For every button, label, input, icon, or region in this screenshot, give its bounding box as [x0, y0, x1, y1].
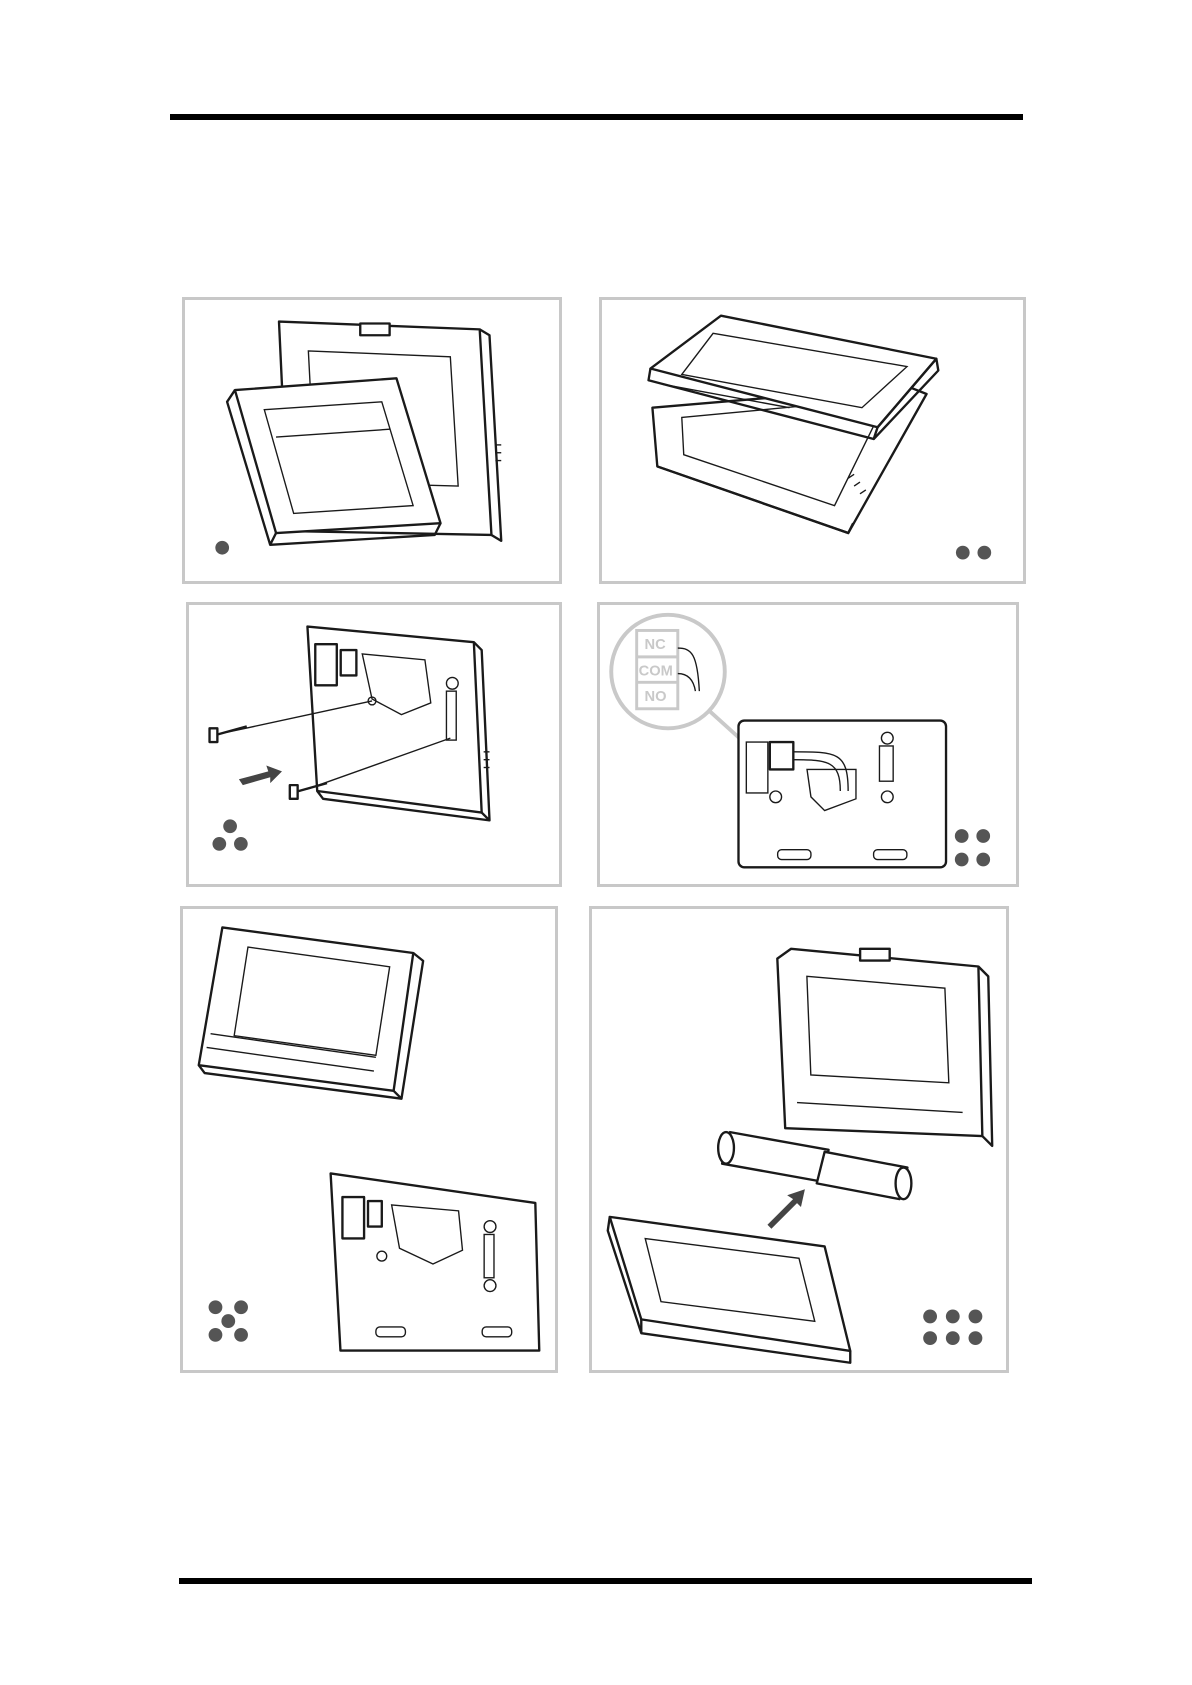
step-1-illustration: [185, 300, 559, 581]
step-dot: [976, 829, 990, 843]
step-dot: [209, 1300, 223, 1314]
step-dot: [976, 853, 990, 867]
step-dot: [212, 837, 226, 851]
step-dot: [946, 1331, 960, 1345]
terminal-label-nc: NC: [645, 637, 667, 653]
step-3-panel: [186, 602, 562, 887]
step-2-illustration: [602, 300, 1023, 581]
step-dot: [955, 829, 969, 843]
step-5-illustration: [183, 909, 555, 1370]
step-5-panel: [180, 906, 558, 1373]
step-6-panel: [589, 906, 1009, 1373]
step-dot: [215, 541, 229, 555]
step-dot: [956, 546, 970, 560]
step-dot: [955, 853, 969, 867]
bottom-rule: [179, 1578, 1032, 1584]
terminal-label-com: COM: [639, 663, 673, 679]
step-dot: [969, 1310, 983, 1324]
step-dot: [223, 819, 237, 833]
step-dot: [209, 1328, 223, 1342]
step-2-panel: [599, 297, 1026, 584]
step-1-panel: [182, 297, 562, 584]
step-dot: [234, 837, 248, 851]
step-4-panel: NC COM NO: [597, 602, 1019, 887]
step-dot: [923, 1310, 937, 1324]
step-dot: [946, 1310, 960, 1324]
step-dot: [234, 1328, 248, 1342]
step-4-illustration: NC COM NO: [600, 605, 1016, 884]
step-3-illustration: [189, 605, 559, 884]
step-dot: [969, 1331, 983, 1345]
step-dot: [923, 1331, 937, 1345]
step-dot: [977, 546, 991, 560]
top-rule: [170, 114, 1023, 120]
terminal-label-no: NO: [645, 689, 667, 705]
step-6-illustration: [592, 909, 1006, 1370]
step-dot: [234, 1300, 248, 1314]
step-dot: [221, 1314, 235, 1328]
